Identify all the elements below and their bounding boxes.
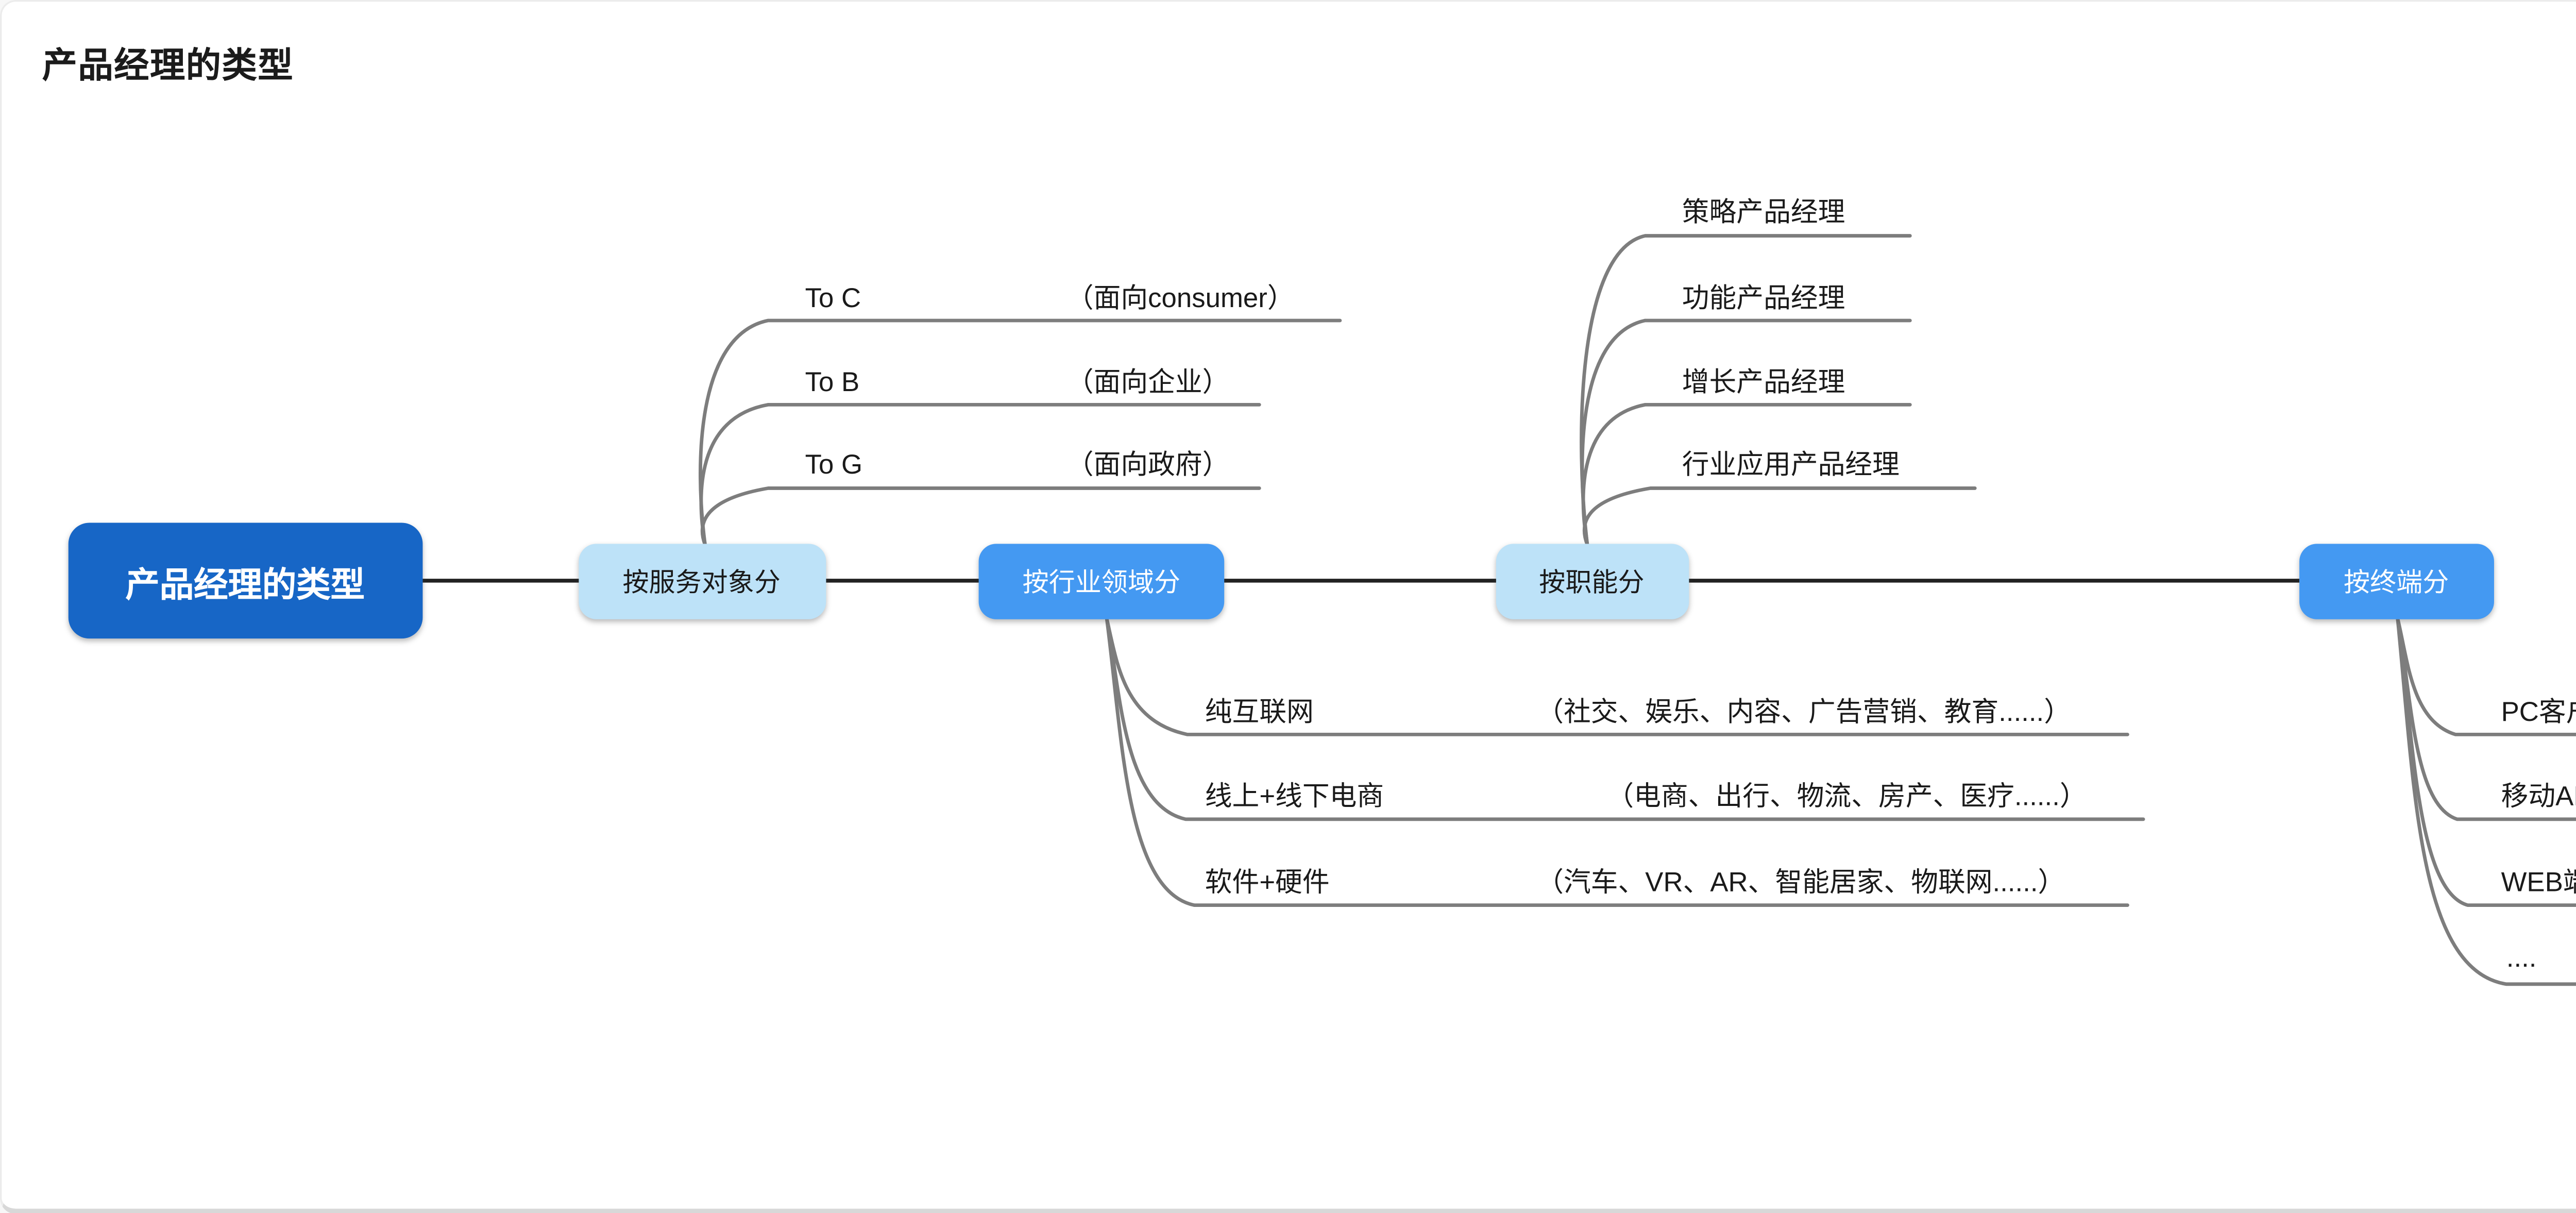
connector-software-hardware — [1105, 616, 2129, 907]
leaf-strategy-pm[interactable]: 策略产品经理 — [1682, 198, 1845, 228]
root-node[interactable]: 产品经理的类型 — [67, 523, 423, 639]
leaf-pure-internet-note[interactable]: （社交、娱乐、内容、广告营销、教育......） — [1536, 698, 2071, 728]
leaf-more[interactable]: .... — [2506, 944, 2537, 974]
leaf-to-c-note[interactable]: （面向consumer） — [1066, 284, 1295, 314]
branch-node-function[interactable]: 按职能分 — [1495, 544, 1688, 619]
leaf-growth-pm[interactable]: 增长产品经理 — [1682, 368, 1845, 398]
page-title: 产品经理的类型 — [42, 47, 294, 86]
leaf-industry-app-pm[interactable]: 行业应用产品经理 — [1682, 450, 1900, 481]
leaf-pc-client[interactable]: PC客户端 — [2501, 698, 2576, 728]
leaf-online-offline-note[interactable]: （电商、出行、物流、房产、医疗......） — [1606, 782, 2087, 813]
leaf-feature-pm[interactable]: 功能产品经理 — [1682, 284, 1845, 314]
leaf-to-g[interactable]: To G — [805, 450, 863, 481]
leaf-web[interactable]: WEB端 — [2501, 868, 2576, 899]
leaf-to-g-note[interactable]: （面向政府） — [1066, 450, 1230, 481]
leaf-software-hardware-note[interactable]: （汽车、VR、AR、智能居家、物联网......） — [1536, 868, 2065, 899]
branch-node-industry-field[interactable]: 按行业领域分 — [978, 544, 1225, 619]
leaf-mobile-app[interactable]: 移动APP端 — [2501, 782, 2576, 813]
connector-to-c — [699, 318, 1342, 547]
branch-node-terminal[interactable]: 按终端分 — [2299, 544, 2494, 619]
connector-to-g — [700, 486, 1261, 547]
branch-node-service-target[interactable]: 按服务对象分 — [578, 544, 825, 619]
leaf-to-b-note[interactable]: （面向企业） — [1066, 368, 1230, 398]
leaf-to-c[interactable]: To C — [805, 284, 861, 314]
leaf-to-b[interactable]: To B — [805, 368, 860, 398]
connector-more — [2396, 616, 2576, 986]
leaf-pure-internet[interactable]: 纯互联网 — [1205, 698, 1314, 728]
leaf-online-offline[interactable]: 线上+线下电商 — [1205, 782, 1384, 813]
connector-industry-app-pm — [1582, 486, 1977, 547]
leaf-software-hardware[interactable]: 软件+硬件 — [1205, 868, 1330, 899]
connector-feature-pm — [1580, 318, 1912, 547]
